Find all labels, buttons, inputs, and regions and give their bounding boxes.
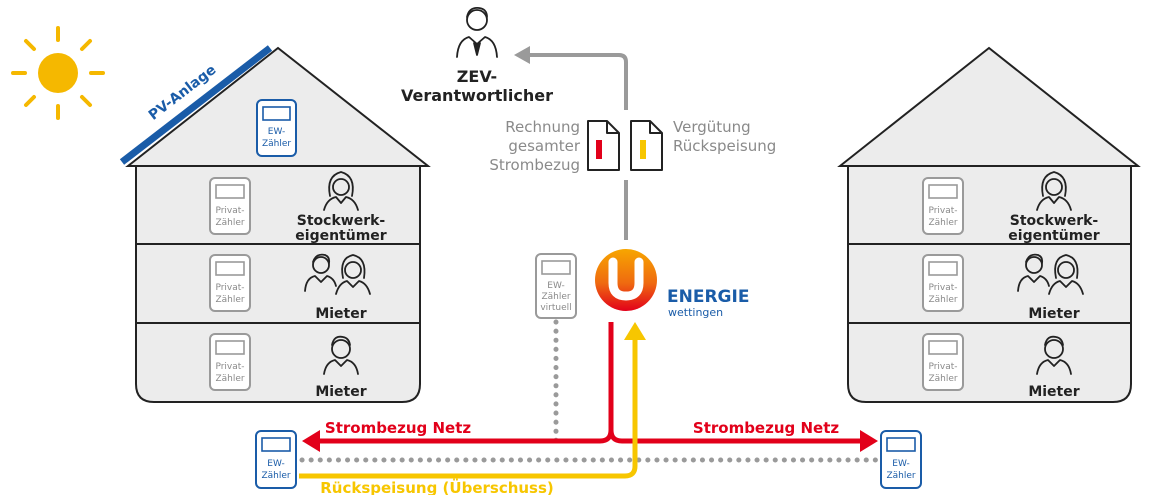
svg-text:EW-: EW- xyxy=(892,459,909,469)
person-man-icon xyxy=(323,335,359,375)
house-left-body xyxy=(135,165,421,403)
person-couple-icon xyxy=(1017,253,1084,295)
private-meter-left-1: Privat- Zähler xyxy=(209,177,251,235)
arrow-to-zev-head xyxy=(514,46,530,64)
flow-red-left-head xyxy=(302,430,320,452)
rechnung-c: Strombezug xyxy=(489,156,580,174)
zev-title-a: ZEV- xyxy=(457,67,497,86)
svg-text:Privat-: Privat- xyxy=(215,283,244,293)
verguetung-a: Vergütung xyxy=(673,118,751,136)
svg-text:virtuell: virtuell xyxy=(540,303,571,313)
svg-text:Zähler: Zähler xyxy=(215,374,244,384)
flow-feed-label: Rückspeisung (Überschuss) xyxy=(320,478,554,495)
flow-right-label: Strombezug Netz xyxy=(693,419,839,437)
label-right-floor1-b: eigentümer xyxy=(1008,228,1100,244)
document-rechnung-icon xyxy=(587,120,620,171)
house-right-roof xyxy=(837,46,1141,167)
flow-red-right xyxy=(608,429,862,444)
energie-wettingen-logo xyxy=(595,249,657,311)
sun-icon xyxy=(11,26,105,120)
svg-text:Privat-: Privat- xyxy=(928,206,957,216)
label-left-floor1-a: Stockwerk- xyxy=(297,213,386,229)
private-meter-left-2: Privat- Zähler xyxy=(209,254,251,312)
house-right-body xyxy=(847,165,1132,403)
svg-text:Zähler: Zähler xyxy=(215,295,244,305)
svg-text:Zähler: Zähler xyxy=(928,218,957,228)
flow-yellow-head xyxy=(624,322,646,340)
person-businessman-icon xyxy=(456,7,498,58)
svg-text:EW-: EW- xyxy=(268,127,285,137)
label-left-floor1-b: eigentümer xyxy=(295,228,387,244)
ew-meter-roof: EW- Zähler xyxy=(256,99,297,157)
label-left-floor2: Mieter xyxy=(315,306,366,322)
svg-text:EW-: EW- xyxy=(267,459,284,469)
verguetung-b: Rückspeisung xyxy=(673,137,776,155)
svg-text:EW-: EW- xyxy=(547,281,564,291)
brand-name: ENERGIE xyxy=(667,287,749,307)
document-verguetung-icon xyxy=(630,120,663,171)
label-right-floor3: Mieter xyxy=(1028,384,1079,400)
brand-sub: wettingen xyxy=(668,306,723,319)
private-meter-right-2: Privat- Zähler xyxy=(922,254,964,312)
svg-text:Privat-: Privat- xyxy=(215,206,244,216)
svg-text:Privat-: Privat- xyxy=(928,362,957,372)
arrow-to-zev xyxy=(526,53,628,240)
label-left-floor3: Mieter xyxy=(315,384,366,400)
pv-panel xyxy=(119,45,273,165)
private-meter-left-3: Privat- Zähler xyxy=(209,333,251,391)
flow-red-right-head xyxy=(860,430,878,452)
svg-text:Zähler: Zähler xyxy=(261,471,290,481)
svg-text:Zähler: Zähler xyxy=(215,218,244,228)
person-man-icon xyxy=(1036,335,1072,375)
ew-meter-left: EW- Zähler xyxy=(255,430,297,489)
svg-text:Zähler: Zähler xyxy=(928,374,957,384)
ew-meter-right: EW- Zähler xyxy=(880,430,922,489)
person-woman-icon xyxy=(323,171,359,211)
private-meter-right-3: Privat- Zähler xyxy=(922,333,964,391)
person-couple-icon xyxy=(304,253,371,295)
person-woman-icon xyxy=(1036,171,1072,211)
svg-text:Zähler: Zähler xyxy=(262,139,291,149)
rechnung-b: gesamter xyxy=(508,137,580,155)
svg-text:Zähler: Zähler xyxy=(541,292,570,302)
svg-text:Privat-: Privat- xyxy=(928,283,957,293)
rechnung-a: Rechnung xyxy=(505,118,580,136)
label-right-floor1-a: Stockwerk- xyxy=(1010,213,1099,229)
svg-text:Privat-: Privat- xyxy=(215,362,244,372)
private-meter-right-1: Privat- Zähler xyxy=(922,177,964,235)
flow-yellow xyxy=(299,338,638,479)
flow-left-label: Strombezug Netz xyxy=(325,419,471,437)
svg-text:Zähler: Zähler xyxy=(886,471,915,481)
label-right-floor2: Mieter xyxy=(1028,306,1079,322)
zev-title-b: Verantwortlicher xyxy=(401,86,553,105)
ew-meter-virtual: EW- Zähler virtuell xyxy=(535,253,577,319)
svg-text:Zähler: Zähler xyxy=(928,295,957,305)
